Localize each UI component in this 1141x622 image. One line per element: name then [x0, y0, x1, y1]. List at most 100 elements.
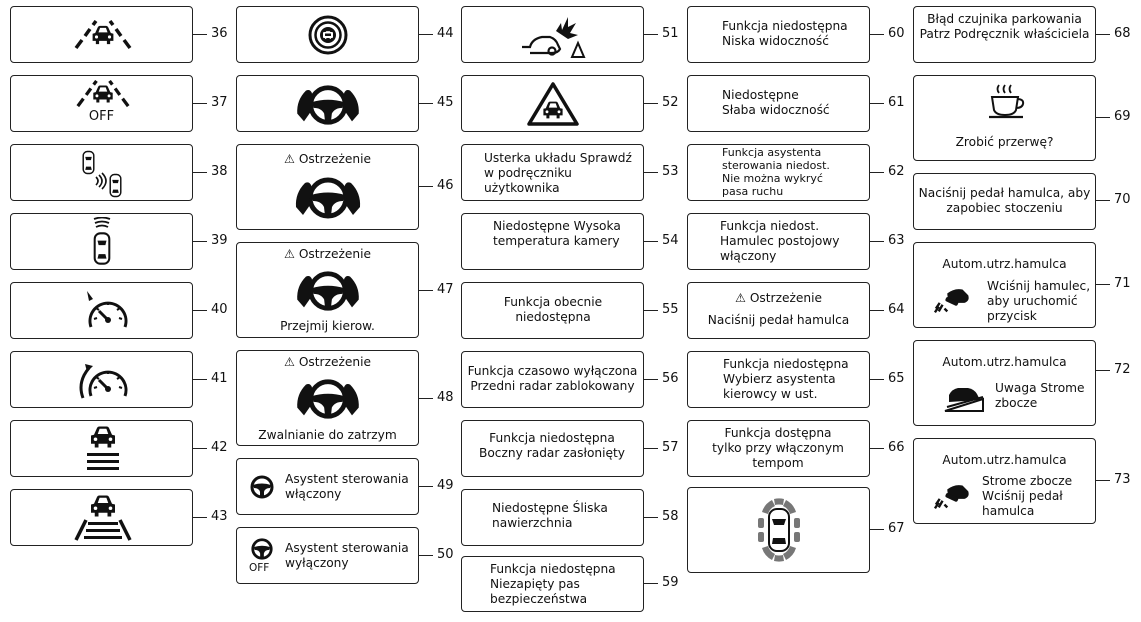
label-51: 51	[662, 26, 679, 41]
indicator-box-65: Funkcja niedostępna Wybierz asystenta ki…	[687, 351, 870, 408]
label-73: 73	[1114, 472, 1131, 487]
indicator-box-42	[10, 420, 193, 477]
label-49: 49	[437, 478, 454, 493]
indicator-box-72: Autom.utrz.hamulca Uwaga Strome zbocze	[913, 340, 1096, 426]
indicator-box-45	[236, 75, 419, 132]
message-text: Funkcja asystenta sterowania niedost. Ni…	[722, 146, 830, 198]
indicator-box-67	[687, 487, 870, 573]
message-text: Funkcja obecnie niedostępna	[503, 295, 603, 324]
label-60: 60	[888, 26, 905, 41]
warning-title: ⚠ Ostrzeżenie	[284, 355, 371, 369]
message-text: Funkcja niedostępna Niezapięty pas bezpi…	[490, 562, 616, 606]
warning-title: ⚠ Ostrzeżenie	[735, 291, 822, 305]
message-text: Funkcja niedostępna Boczny radar zasłoni…	[478, 431, 626, 460]
label-39: 39	[211, 233, 228, 248]
indicator-box-58: Niedostępne Śliska nawierzchnia	[461, 489, 644, 546]
indicator-box-61: Niedostępne Słaba widoczność	[687, 75, 870, 132]
indicator-box-55: Funkcja obecnie niedostępna	[461, 282, 644, 339]
steering-assist-off-text: Asystent sterowania wyłączony	[285, 541, 409, 570]
indicator-box-59: Funkcja niedostępna Niezapięty pas bezpi…	[461, 556, 644, 612]
lane-car-off-icon	[76, 80, 130, 108]
message-text: Wciśnij hamulec, aby uruchomić przycisk	[987, 279, 1091, 323]
label-58: 58	[662, 509, 679, 524]
indicator-box-69: Zrobić przerwę?	[913, 75, 1096, 161]
steering-assist-on-text: Asystent sterowania włączony	[285, 472, 409, 501]
off-label: OFF	[249, 562, 270, 574]
label-52: 52	[662, 95, 679, 110]
off-label: OFF	[88, 109, 115, 124]
message-text: Strome zbocze Wciśnij pedał hamulca	[982, 474, 1073, 518]
message-text: Usterka układu Sprawdź w podręczniku uży…	[484, 151, 632, 195]
indicator-box-47: ⚠ Ostrzeżenie Przejmij kierow.	[236, 242, 419, 338]
blind-spot-icon	[82, 150, 122, 198]
label-70: 70	[1114, 192, 1131, 207]
steering-wheel-icon	[251, 538, 273, 560]
indicator-box-62: Funkcja asystenta sterowania niedost. Ni…	[687, 144, 870, 201]
steering-hands-icon	[293, 173, 363, 223]
message-text: Naciśnij pedał hamulca	[707, 313, 850, 327]
label-43: 43	[211, 509, 228, 524]
indicator-box-73: Autom.utrz.hamulca Strome zbocze Wciśnij…	[913, 438, 1096, 524]
label-53: 53	[662, 164, 679, 179]
propilot-lane-distance-icon	[74, 495, 132, 541]
indicator-box-56: Funkcja czasowo wyłączona Przedni radar …	[461, 351, 644, 408]
message-text: Funkcja dostępna tylko przy włączonym te…	[712, 426, 844, 470]
label-57: 57	[662, 440, 679, 455]
indicator-box-48: ⚠ Ostrzeżenie Zwalnianie do zatrzym	[236, 350, 419, 446]
indicator-box-66: Funkcja dostępna tylko przy włączonym te…	[687, 420, 870, 477]
auto-hold-title: Autom.utrz.hamulca	[942, 355, 1067, 369]
steep-slope-car-icon	[944, 388, 984, 412]
indicator-box-68: Błąd czujnika parkowania Patrz Podręczni…	[913, 6, 1096, 63]
indicator-box-70: Naciśnij pedał hamulca, aby zapobiec sto…	[913, 173, 1096, 230]
speed-limiter-icon	[87, 291, 128, 329]
coffee-cup-icon	[989, 84, 1025, 119]
indicator-box-43	[10, 489, 193, 546]
label-41: 41	[211, 371, 228, 386]
label-42: 42	[211, 440, 228, 455]
label-47: 47	[437, 282, 454, 297]
steering-hands-icon	[293, 81, 363, 129]
indicator-box-53: Usterka układu Sprawdź w podręczniku uży…	[461, 144, 644, 201]
label-44: 44	[437, 26, 454, 41]
slowing-text: Zwalnianie do zatrzym	[258, 428, 397, 442]
brake-pedal-foot-icon	[934, 287, 970, 314]
message-text: Niedostępne Słaba widoczność	[722, 88, 830, 117]
label-69: 69	[1114, 109, 1131, 124]
steering-hands-icon	[293, 375, 363, 423]
label-59: 59	[662, 575, 679, 590]
message-text: Funkcja niedostępna Niska widoczność	[722, 19, 848, 48]
indicator-box-46: ⚠ Ostrzeżenie	[236, 144, 419, 230]
auto-hold-title: Autom.utrz.hamulca	[942, 257, 1067, 271]
indicator-box-49: Asystent sterowania włączony	[236, 458, 419, 515]
label-50: 50	[437, 547, 454, 562]
auto-hold-title: Autom.utrz.hamulca	[942, 453, 1067, 467]
indicator-box-64: ⚠ Ostrzeżenie Naciśnij pedał hamulca	[687, 282, 870, 339]
label-71: 71	[1114, 276, 1131, 291]
indicator-box-44	[236, 6, 419, 63]
indicator-box-54: Niedostępne Wysoka temperatura kamery	[461, 213, 644, 270]
label-45: 45	[437, 95, 454, 110]
label-64: 64	[888, 302, 905, 317]
label-36: 36	[211, 26, 228, 41]
label-61: 61	[888, 95, 905, 110]
indicator-box-36	[10, 6, 193, 63]
indicator-box-38	[10, 144, 193, 201]
message-text: Uwaga Strome zbocze	[995, 381, 1085, 410]
propilot-sensor-icon	[308, 15, 348, 55]
indicator-box-60: Funkcja niedostępna Niska widoczność	[687, 6, 870, 63]
label-37: 37	[211, 95, 228, 110]
message-text: Błąd czujnika parkowania Patrz Podręczni…	[919, 12, 1090, 41]
indicator-box-52	[461, 75, 644, 132]
indicator-box-41	[10, 351, 193, 408]
label-62: 62	[888, 164, 905, 179]
lane-car-icon	[74, 20, 132, 50]
message-text: Funkcja niedost. Hamulec postojowy włącz…	[720, 219, 840, 263]
parking-sensor-car-icon	[758, 498, 800, 562]
indicator-box-51	[461, 6, 644, 63]
label-66: 66	[888, 440, 905, 455]
label-63: 63	[888, 233, 905, 248]
label-72: 72	[1114, 362, 1131, 377]
indicator-box-50: OFF Asystent sterowania wyłączony	[236, 527, 419, 584]
warning-title: ⚠ Ostrzeżenie	[284, 152, 371, 166]
label-65: 65	[888, 371, 905, 386]
